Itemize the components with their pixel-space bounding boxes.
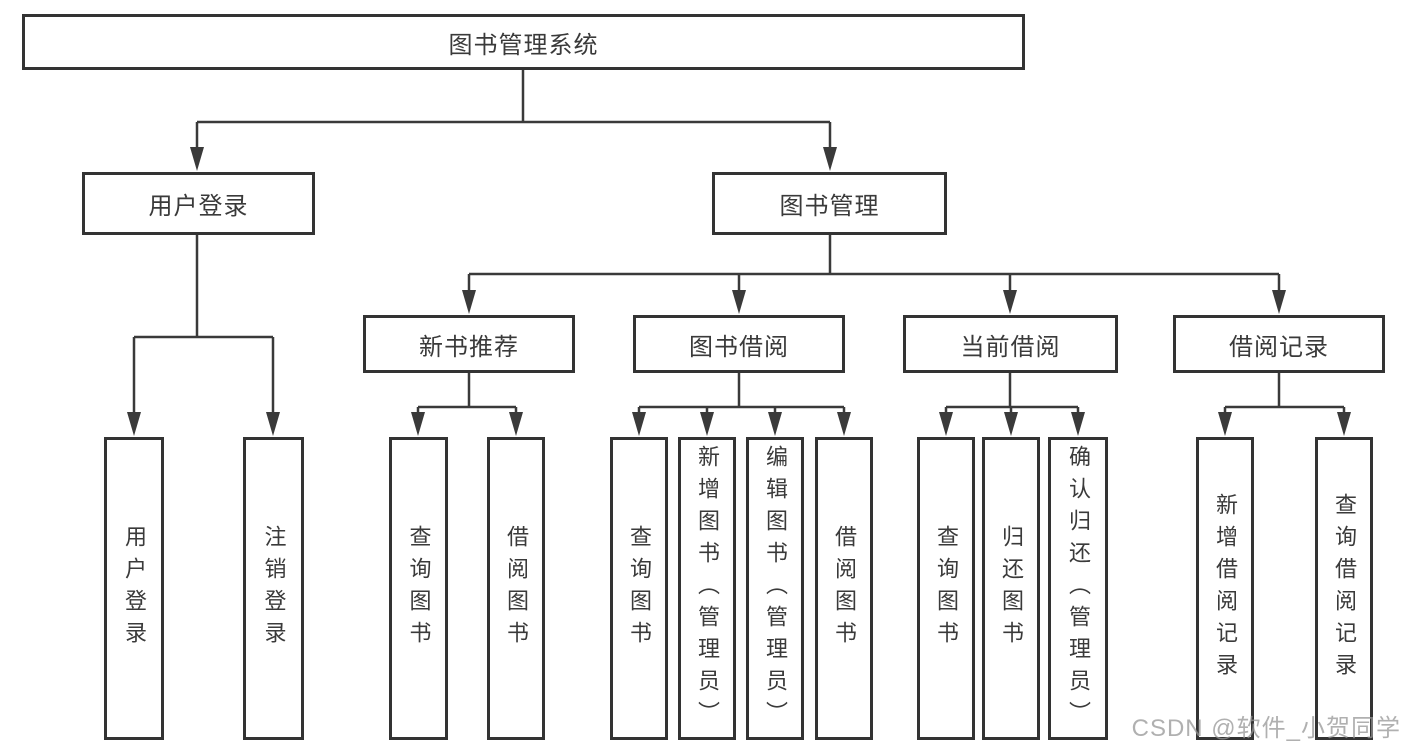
node-label: 归还图书 — [999, 524, 1024, 653]
leaf-add-borrowing-record: 新增借阅记录 — [1196, 437, 1254, 740]
leaf-borrow-books: 借阅图书 — [815, 437, 873, 740]
node-label: 图书借阅 — [689, 333, 789, 361]
node-label: 图书管理系统 — [448, 31, 599, 59]
node-book-borrowing: 图书借阅 — [633, 315, 845, 373]
node-label: 借阅记录 — [1229, 333, 1329, 361]
node-label: 借阅图书 — [504, 524, 529, 653]
node-borrowing-records: 借阅记录 — [1173, 315, 1385, 373]
leaf-add-books-admin: 新增图书（管理员） — [678, 437, 736, 740]
node-label: 查询图书 — [406, 524, 432, 653]
node-label: 查询图书 — [627, 524, 652, 653]
leaf-query-borrowing-record: 查询借阅记录 — [1315, 437, 1373, 740]
node-label: 新书推荐 — [419, 333, 519, 361]
node-label: 查询借阅记录 — [1332, 492, 1357, 685]
node-label: 编辑图书（管理员） — [763, 444, 788, 733]
leaf-edit-books-admin: 编辑图书（管理员） — [746, 437, 804, 740]
node-library-management-system: 图书管理系统 — [22, 14, 1025, 70]
node-label: 查询图书 — [934, 524, 959, 653]
leaf-query-books: 查询图书 — [389, 437, 448, 740]
node-label: 当前借阅 — [960, 333, 1061, 361]
leaf-borrow-books: 借阅图书 — [487, 437, 545, 740]
node-label: 新增借阅记录 — [1213, 492, 1238, 685]
node-book-management: 图书管理 — [712, 172, 947, 235]
leaf-confirm-return-admin: 确认归还（管理员） — [1048, 437, 1108, 740]
leaf-query-books: 查询图书 — [917, 437, 975, 740]
arrowheads — [127, 147, 1351, 436]
node-label: 新增图书（管理员） — [695, 444, 720, 733]
node-user-login: 用户登录 — [82, 172, 315, 235]
node-label: 注销登录 — [261, 524, 287, 653]
node-label: 确认归还（管理员） — [1066, 444, 1091, 733]
leaf-user-login: 用户登录 — [104, 437, 164, 740]
node-label: 用户登录 — [122, 524, 147, 653]
csdn-watermark: CSDN @软件_小贺同学 — [1131, 715, 1401, 742]
node-current-borrowing: 当前借阅 — [903, 315, 1118, 373]
node-label: 用户登录 — [148, 193, 249, 220]
leaf-query-books: 查询图书 — [610, 437, 668, 740]
leaf-return-books: 归还图书 — [982, 437, 1040, 740]
node-label: 借阅图书 — [832, 524, 857, 653]
node-new-book-recommendation: 新书推荐 — [363, 315, 575, 373]
node-label: 图书管理 — [779, 193, 880, 220]
leaf-logout: 注销登录 — [243, 437, 304, 740]
